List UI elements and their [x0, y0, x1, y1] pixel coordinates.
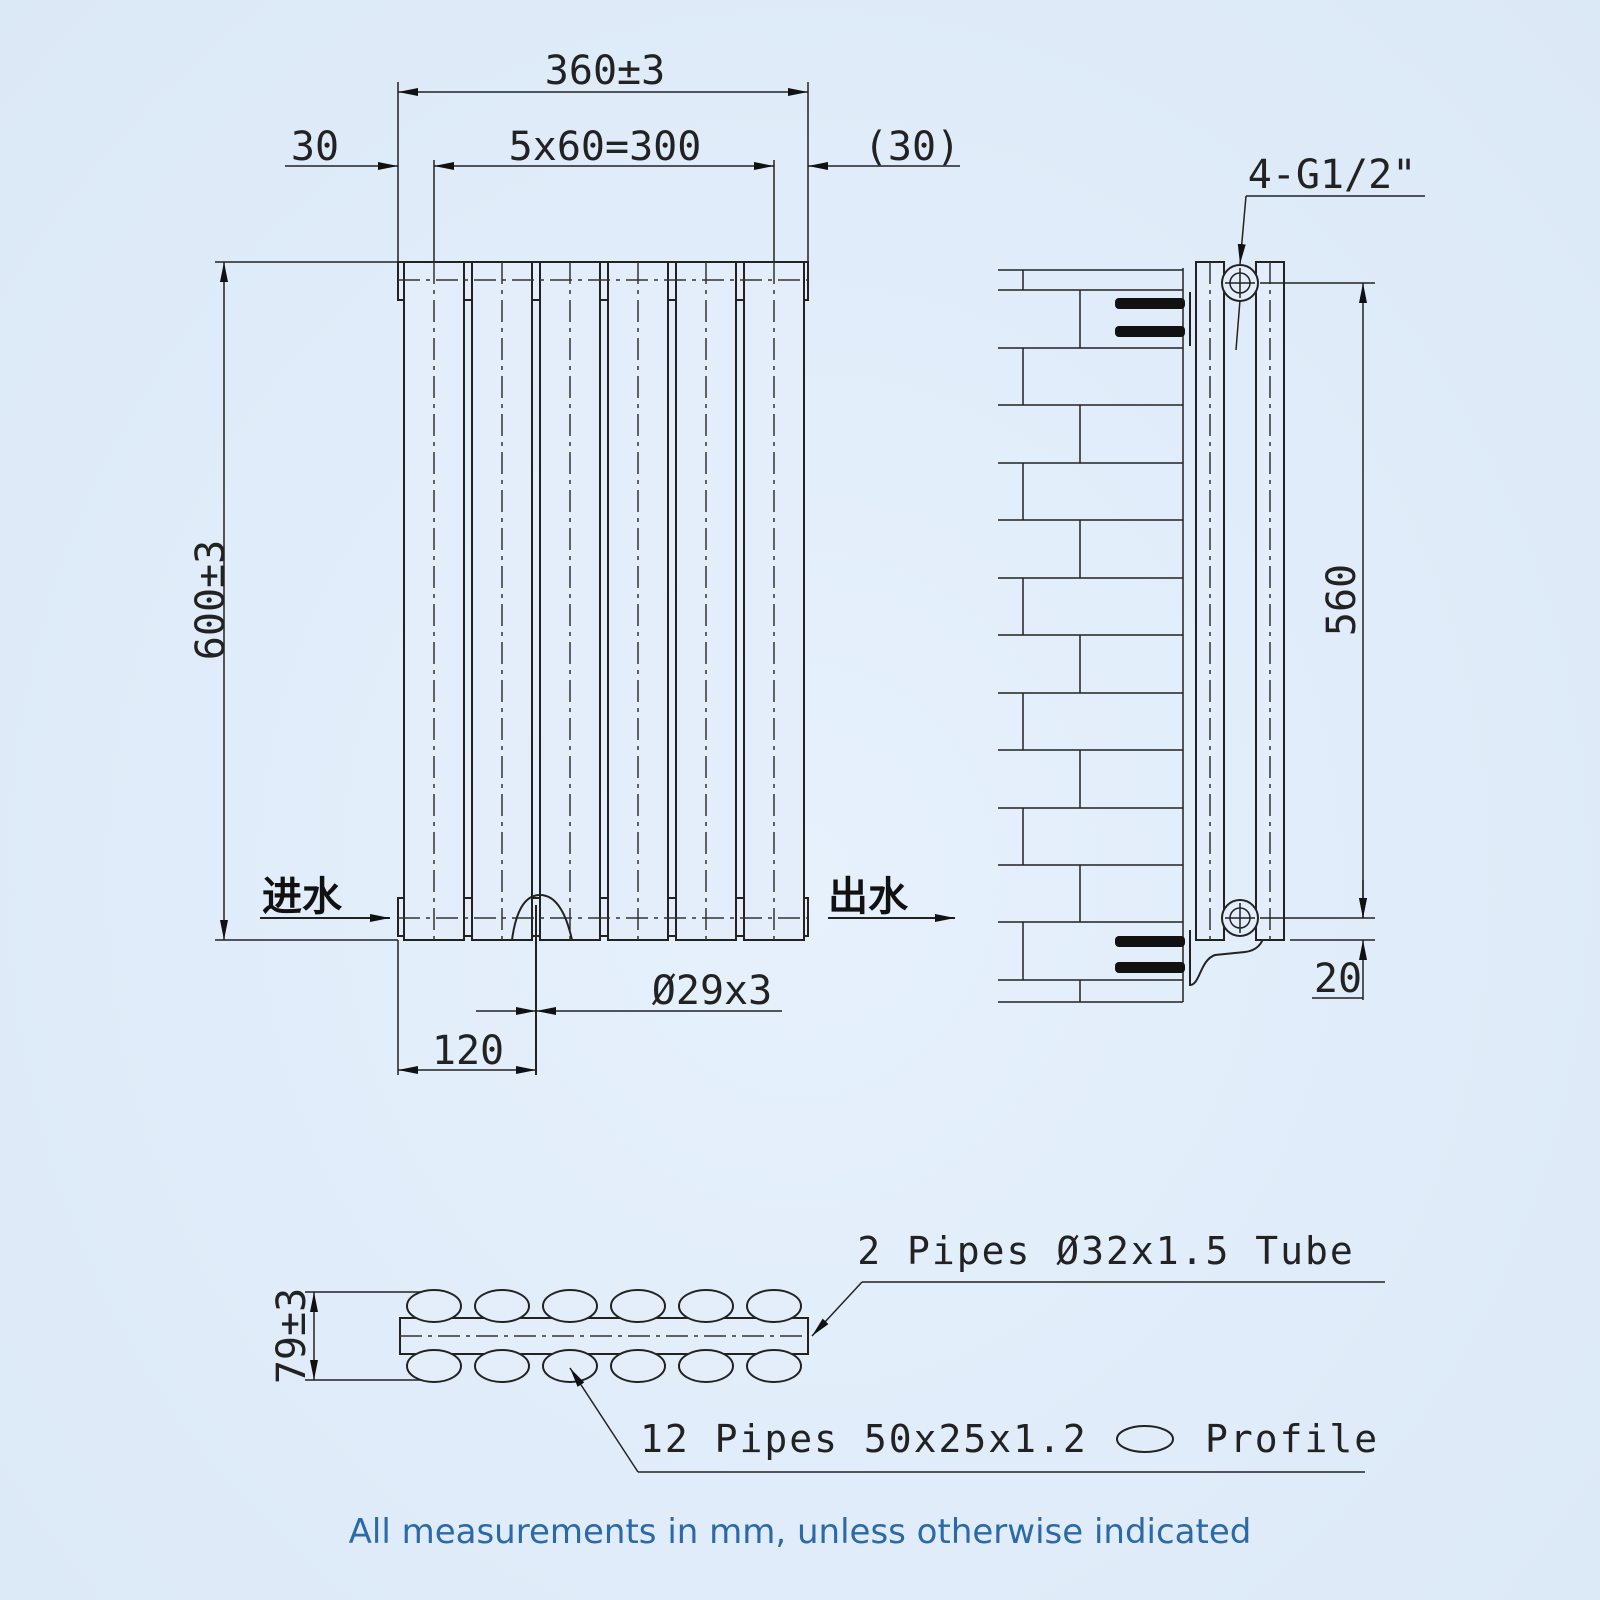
- profile-suffix-label: Profile: [1205, 1417, 1379, 1461]
- wall: [998, 268, 1184, 1003]
- inlet-position-label: 120: [432, 1028, 504, 1074]
- connection-label: 4-G1/2": [1248, 152, 1417, 198]
- tube-label: 2 Pipes Ø32x1.5 Tube: [857, 1229, 1355, 1273]
- left-offset-label: 30: [291, 124, 339, 170]
- column-spacing-label: 5x60=300: [509, 124, 702, 170]
- wall-brackets: [1115, 292, 1266, 987]
- right-offset-label: (30): [864, 124, 960, 170]
- profile-label: 12 Pipes 50x25x1.2: [640, 1417, 1088, 1461]
- overall-width-label: 360±3: [545, 48, 665, 94]
- front-view: 360±3 30 5x60=300 (30): [188, 48, 960, 1075]
- inlet-label: 进水: [262, 874, 343, 920]
- depth-label: 79±3: [269, 1288, 315, 1384]
- footer-note: All measurements in mm, unless otherwise…: [348, 1512, 1252, 1552]
- oval-profile-icon: [1116, 1425, 1174, 1453]
- center-distance-label: 560: [1319, 564, 1365, 636]
- inlet-pipe-label: Ø29x3: [652, 968, 772, 1014]
- outlet-label: 出水: [828, 874, 909, 920]
- height-label: 600±3: [188, 540, 234, 660]
- radiator-columns: [398, 261, 808, 941]
- section-view: 79±3 2 Pipes Ø32x1.5 Tube 12 Pipes 50x25…: [269, 1229, 1385, 1473]
- bottom-offset-label: 20: [1314, 956, 1362, 1002]
- side-view: 4-G1/2" 560 20: [998, 152, 1425, 1003]
